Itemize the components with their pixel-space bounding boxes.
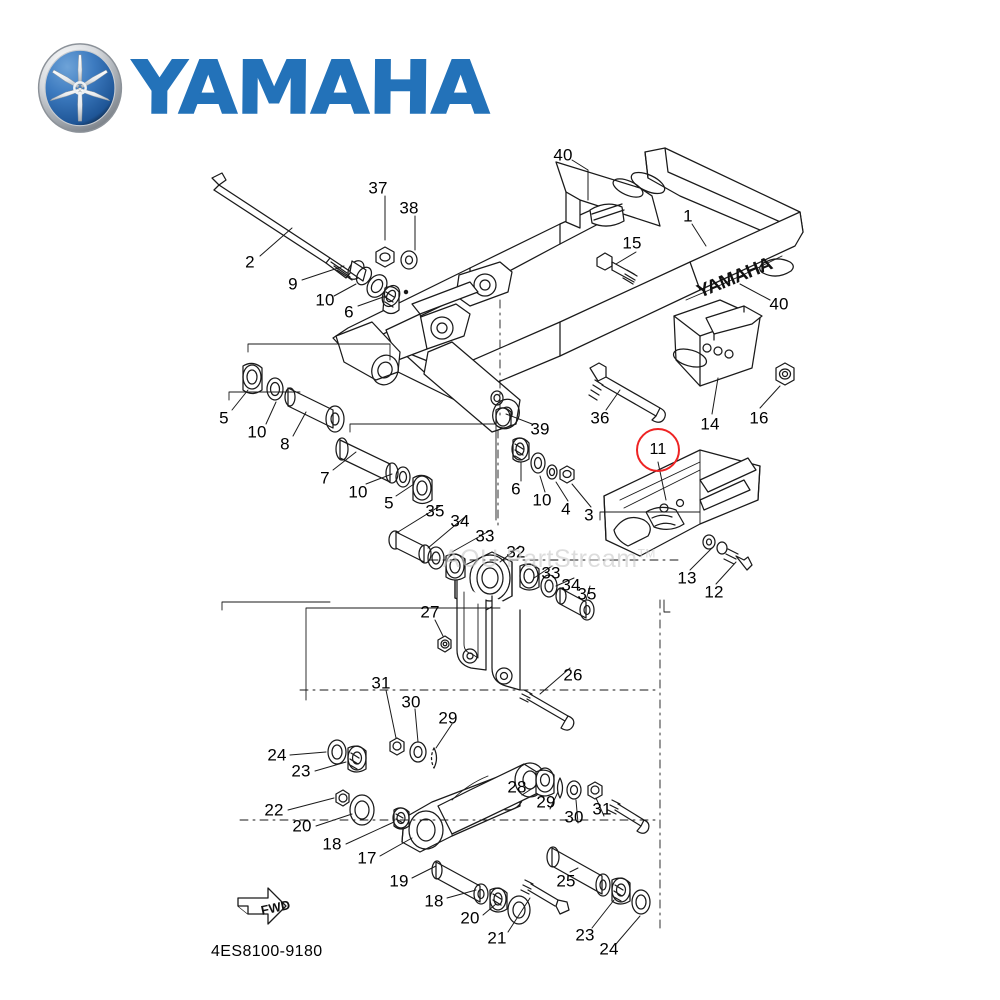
callout-ref-30: 30 [401, 692, 421, 712]
callout-ref-33: 33 [541, 563, 561, 583]
callout-ref-20: 20 [292, 816, 312, 836]
callout-ref-11: 11 [649, 441, 667, 458]
callout-ref-15: 15 [622, 233, 642, 253]
callout-ref-24: 24 [599, 939, 619, 959]
callout-ref-16: 16 [749, 408, 769, 428]
callout-ref-34: 34 [450, 511, 470, 531]
callout-ref-2: 2 [245, 252, 255, 272]
callout-ref-38: 38 [399, 198, 419, 218]
yamaha-brand-header: YAMAHA [34, 42, 490, 134]
callout-ref-35: 35 [577, 584, 597, 604]
callout-ref-26: 26 [563, 665, 583, 685]
callout-ref-10: 10 [247, 422, 267, 442]
callout-ref-17: 17 [357, 848, 377, 868]
callout-ref-10: 10 [532, 490, 552, 510]
callout-ref-34: 34 [561, 575, 581, 595]
callout-ref-21: 21 [487, 928, 507, 948]
callout-ref-3: 3 [584, 505, 594, 525]
callout-ref-27: 27 [420, 602, 440, 622]
svg-text:FWD: FWD [260, 897, 292, 918]
callout-ref-14: 14 [700, 414, 720, 434]
callout-ref-37: 37 [368, 178, 388, 198]
callout-ref-8: 8 [280, 434, 290, 454]
callout-ref-31: 31 [592, 799, 612, 819]
callout-ref-10: 10 [315, 290, 335, 310]
callout-ref-13: 13 [677, 568, 697, 588]
callout-ref-1: 1 [683, 206, 693, 226]
callout-ref-35: 35 [425, 501, 445, 521]
callout-ref-5: 5 [219, 408, 229, 428]
diagram-part-number: 4ES8100-9180 [211, 943, 323, 960]
callout-ref-7: 7 [320, 468, 330, 488]
highlight-ring-part-11 [636, 428, 680, 472]
callout-ref-40: 40 [769, 294, 789, 314]
callout-ref-23: 23 [291, 761, 311, 781]
callout-ref-28: 28 [507, 777, 527, 797]
callout-ref-6: 6 [344, 302, 354, 322]
callout-ref-5: 5 [384, 493, 394, 513]
callout-ref-22: 22 [264, 800, 284, 820]
callout-ref-10: 10 [348, 482, 368, 502]
callout-ref-9: 9 [288, 274, 298, 294]
callout-ref-30: 30 [564, 807, 584, 827]
callout-ref-6: 6 [511, 479, 521, 499]
callout-ref-23: 23 [575, 925, 595, 945]
callout-ref-18: 18 [424, 891, 444, 911]
callout-ref-4: 4 [561, 499, 571, 519]
callout-ref-29: 29 [536, 792, 556, 812]
callout-ref-19: 19 [389, 871, 409, 891]
callout-ref-33: 33 [475, 526, 495, 546]
callout-ref-39: 39 [530, 419, 550, 439]
callout-ref-18: 18 [322, 834, 342, 854]
callout-ref-12: 12 [704, 582, 724, 602]
callout-ref-31: 31 [371, 673, 391, 693]
yamaha-tuning-fork-emblem-icon [34, 42, 126, 134]
callout-ref-29: 29 [438, 708, 458, 728]
callout-ref-24: 24 [267, 745, 287, 765]
callout-ref-32: 32 [506, 542, 526, 562]
callout-ref-36: 36 [590, 408, 610, 428]
callout-ref-25: 25 [556, 871, 576, 891]
callout-ref-40: 40 [553, 145, 573, 165]
callout-ref-20: 20 [460, 908, 480, 928]
